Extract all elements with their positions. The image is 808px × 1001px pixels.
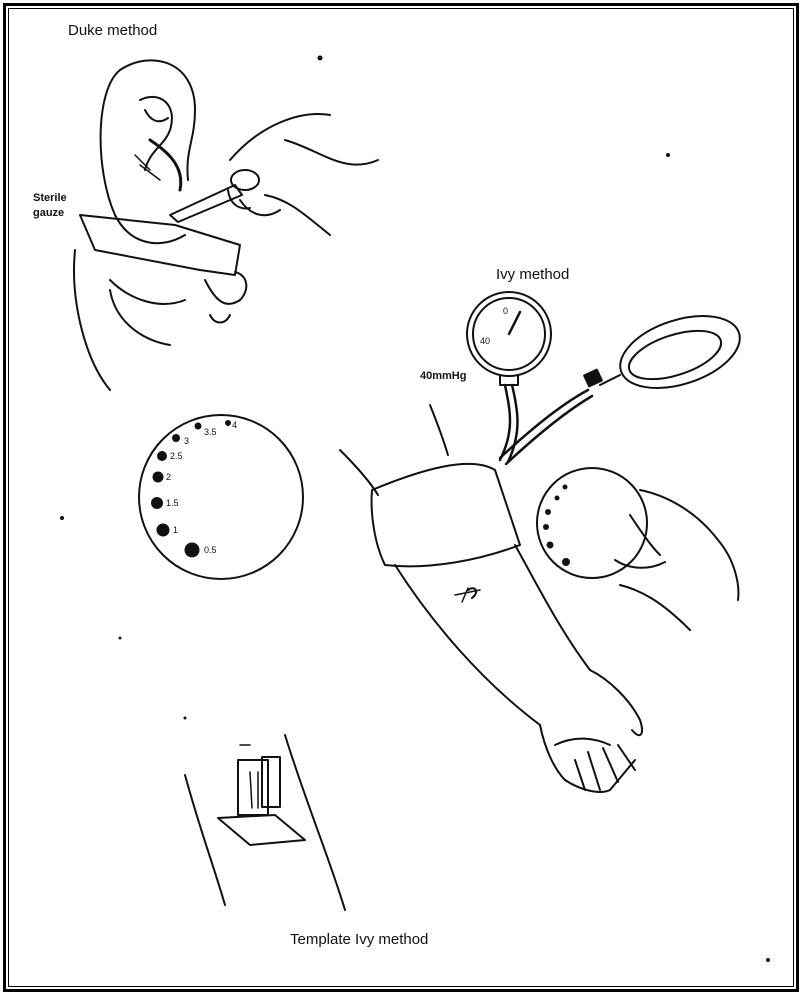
duke-blot-number: 2.5 — [170, 451, 183, 461]
scan-specks — [60, 55, 770, 962]
palm-hand — [539, 669, 643, 793]
sterile-gauze-drawing — [79, 214, 241, 276]
duke-blot-number: 1.5 — [166, 498, 179, 508]
template-ivy-method-label: Template Ivy method — [290, 931, 429, 948]
holding-hand — [614, 489, 740, 631]
duke-blot-number: 1 — [173, 525, 179, 535]
template-device — [184, 734, 346, 911]
neck-shoulder-drawing — [73, 249, 248, 391]
sterile-gauze-label-line2: gauze — [33, 207, 65, 219]
sterile-gauze-label-line1: Sterile — [33, 192, 67, 204]
pressure-label: 40mmHg — [420, 370, 467, 382]
duke-filter-paper — [138, 414, 304, 580]
inflation-bulb — [498, 315, 741, 466]
duke-blot-number: 3 — [184, 436, 190, 446]
arm-with-cuff — [339, 404, 591, 726]
lancet-hand-drawing — [169, 113, 379, 236]
ivy-filter-paper — [536, 467, 648, 579]
ear-drawing — [99, 59, 196, 245]
duke-blot-number: 4 — [232, 420, 238, 430]
duke-method-label: Duke method — [68, 22, 158, 39]
image-frame — [3, 3, 799, 992]
sphygmomanometer-gauge — [466, 291, 552, 464]
gauge-zero-label: 0 — [503, 306, 509, 316]
gauge-forty-label: 40 — [480, 336, 491, 346]
ivy-method-label: Ivy method — [496, 266, 570, 283]
duke-blot-number: 0.5 — [204, 545, 217, 555]
duke-blot-number: 2 — [166, 472, 172, 482]
duke-blot-number: 3.5 — [204, 427, 217, 437]
